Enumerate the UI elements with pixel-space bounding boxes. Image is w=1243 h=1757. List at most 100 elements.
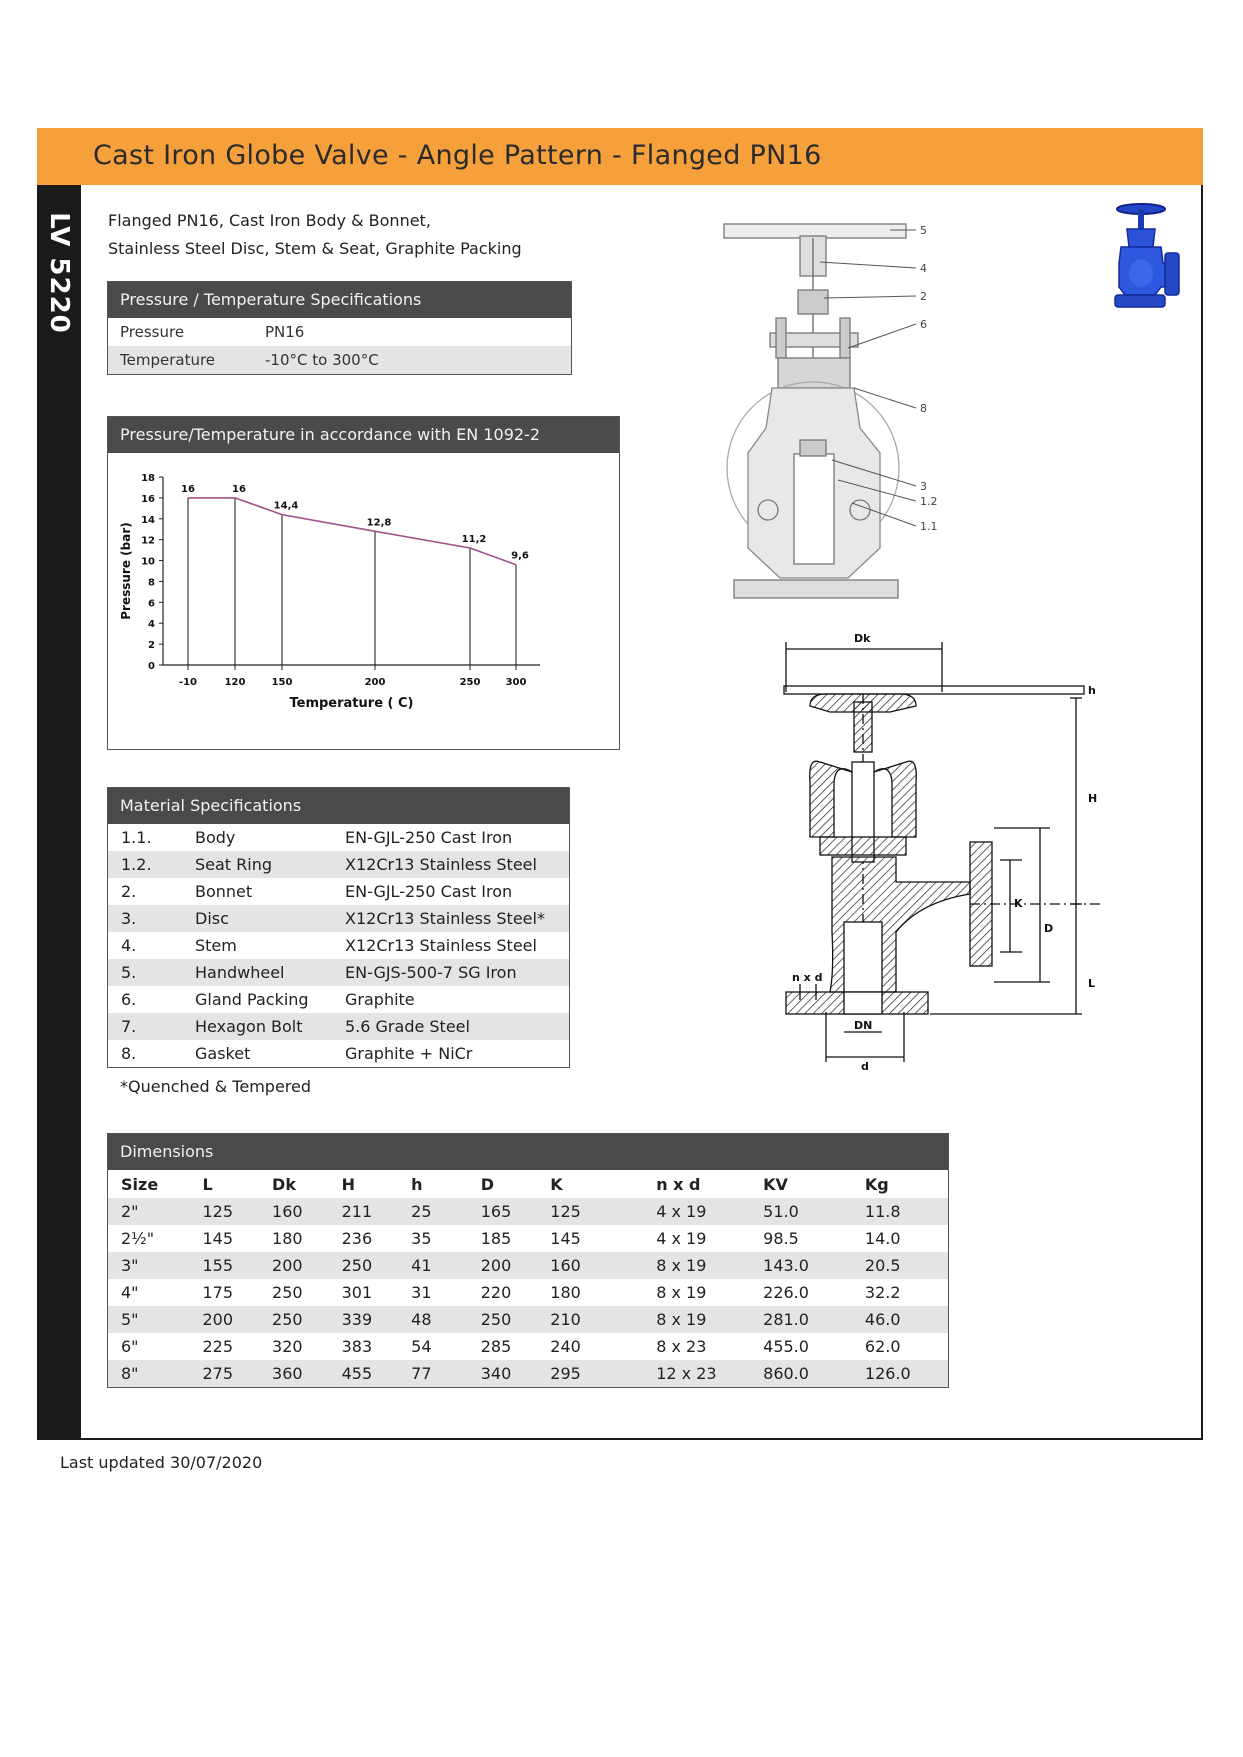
dimensions-cell: 200 (480, 1252, 551, 1279)
material-part: Bonnet (195, 882, 253, 901)
dim-label-h-small: h (1088, 684, 1096, 697)
material-num: 6. (121, 990, 137, 1009)
y-tick-label: 16 (141, 494, 155, 505)
valve-dimension-drawing: Dk h H K D L n x d DN d (783, 632, 1100, 1073)
dimensions-cell: 5" (108, 1306, 203, 1333)
dimensions-cell: 126.0 (864, 1360, 948, 1387)
y-tick-label: 12 (141, 536, 155, 547)
material-value: EN-GJL-250 Cast Iron (345, 828, 513, 847)
dimensions-cell: 250 (480, 1306, 551, 1333)
x-tick-label: -10 (179, 677, 197, 688)
data-label: 12,8 (367, 517, 392, 528)
dimensions-column-header: KV (763, 1174, 788, 1194)
dimensions-cell: 51.0 (763, 1198, 865, 1225)
dimensions-cell: 143.0 (763, 1252, 865, 1279)
dimensions-cell: 211 (341, 1198, 412, 1225)
material-value: X12Cr13 Stainless Steel (345, 936, 537, 955)
valve-photo (1114, 203, 1180, 308)
dim-label-d: d (861, 1060, 869, 1073)
material-part: Stem (195, 936, 237, 955)
x-tick-label: 250 (460, 677, 481, 688)
dimensions-cell: 35 (411, 1229, 432, 1248)
dimensions-column-header: Kg (864, 1174, 889, 1194)
dim-label-DN: DN (854, 1019, 872, 1032)
dimensions-cell: 6" (121, 1337, 139, 1356)
dimensions-cell: 285 (480, 1337, 512, 1356)
page-title: Cast Iron Globe Valve - Angle Pattern - … (93, 140, 822, 171)
material-num: 5. (121, 963, 137, 982)
dimensions-cell: 295 (550, 1360, 657, 1387)
product-code: LV 5220 (37, 185, 81, 345)
pt-spec-row: Temperature -10°C to 300°C (108, 346, 571, 374)
material-part: Gasket (195, 1044, 251, 1063)
dimensions-cell: 54 (411, 1337, 432, 1356)
spec-value: PN16 (265, 323, 305, 341)
dimensions-column-header: H (341, 1174, 355, 1194)
pt-spec-row: Pressure PN16 (108, 318, 571, 346)
dimensions-cell: 160 (272, 1198, 342, 1225)
callout-label: 5 (920, 224, 927, 237)
dimensions-column-header: Size (121, 1174, 159, 1194)
dimensions-heading: Dimensions (108, 1134, 948, 1170)
intro-line-1: Flanged PN16, Cast Iron Body & Bonnet, (108, 211, 431, 230)
material-value: EN-GJS-500-7 SG Iron (345, 963, 517, 982)
dimensions-cell: 160 (550, 1252, 657, 1279)
pt-spec-heading: Pressure / Temperature Specifications (108, 282, 571, 318)
dimensions-cell: 165 (480, 1198, 551, 1225)
y-tick-label: 8 (148, 577, 155, 588)
dimensions-cell: 125 (202, 1198, 273, 1225)
dimensions-cell: 383 (341, 1337, 373, 1356)
dimensions-cell: 340 (480, 1360, 551, 1387)
dimensions-cell: 98.5 (763, 1229, 799, 1248)
dimensions-cell: 455.0 (763, 1337, 809, 1356)
dimensions-cell: 155 (202, 1252, 273, 1279)
dimensions-cell: 250 (272, 1306, 342, 1333)
dim-label-L: L (1088, 977, 1095, 990)
dimensions-cell: 275 (202, 1360, 273, 1387)
dimensions-cell: 8 x 19 (656, 1306, 764, 1333)
material-value: Graphite + NiCr (345, 1044, 473, 1063)
y-tick-label: 14 (141, 515, 155, 526)
y-tick-label: 18 (141, 473, 155, 484)
dim-label-nxd: n x d (792, 971, 822, 984)
dim-label-H: H (1088, 792, 1097, 805)
dimensions-cell: 250 (341, 1252, 412, 1279)
dim-label-D: D (1044, 922, 1053, 935)
spec-label: Pressure (120, 323, 185, 341)
dimensions-cell: 220 (480, 1283, 512, 1302)
y-tick-label: 10 (141, 557, 155, 568)
spec-value: -10°C to 300°C (265, 351, 379, 369)
callout-label: 1.2 (920, 495, 938, 508)
dimensions-column-header: Dk (272, 1174, 296, 1194)
callout-label: 8 (920, 402, 927, 415)
material-num: 1.1. (121, 828, 152, 847)
callout-label: 6 (920, 318, 927, 331)
y-tick-label: 2 (148, 640, 155, 651)
material-num: 3. (121, 909, 137, 928)
dimensions-cell: 3" (108, 1252, 203, 1279)
dimensions-cell: 46.0 (864, 1306, 948, 1333)
data-label: 14,4 (274, 501, 299, 512)
x-tick-label: 300 (506, 677, 527, 688)
material-part: Handwheel (195, 963, 285, 982)
dim-label-K: K (1014, 897, 1023, 910)
dimensions-cell: 12 x 23 (656, 1360, 764, 1387)
material-num: 7. (121, 1017, 137, 1036)
dimensions-cell: 2½" (121, 1229, 155, 1248)
dimensions-column-header: h (411, 1174, 423, 1194)
dimensions-cell: 320 (272, 1337, 303, 1356)
